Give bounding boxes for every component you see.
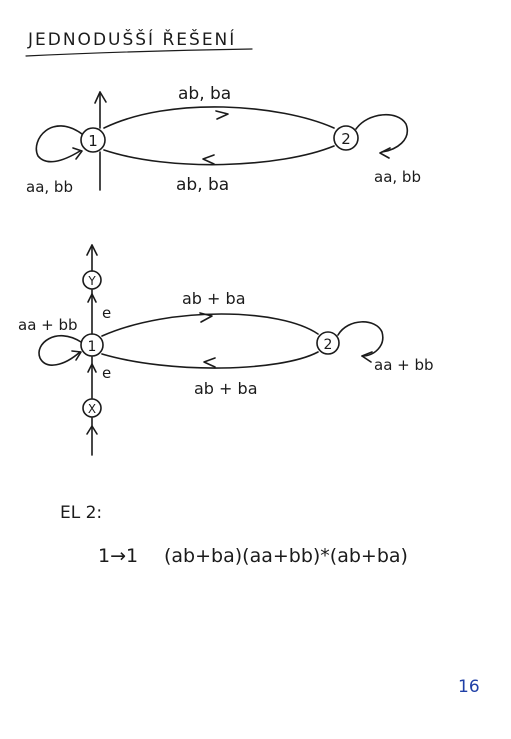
- heading-underline: [25, 48, 253, 57]
- loop-state-2: [337, 321, 384, 357]
- state-y-label: Y: [87, 274, 96, 288]
- state-2-label: 2: [341, 130, 351, 148]
- heading-text: JEDNODUŠŠÍ ŘEŠENÍ: [27, 28, 236, 50]
- arrowhead-bottom-1: [202, 154, 215, 165]
- edge-1-to-2-top: [103, 106, 335, 129]
- state-1-label: 1: [88, 339, 97, 355]
- eps-label-down: e: [102, 364, 111, 382]
- arrowhead-top-2: [199, 312, 213, 323]
- el2-label: EL 2:: [60, 503, 102, 523]
- eps-arrowhead-up: [87, 293, 97, 303]
- loop-2-arrowhead: [361, 351, 373, 363]
- state-1-circle: [80, 333, 104, 357]
- loop-2-label: aa + bb: [374, 356, 434, 374]
- edge-bottom-label: ab, ba: [176, 175, 229, 195]
- edge-2-to-1-bottom: [101, 351, 319, 369]
- diagram-2: Y e 1 aa + bb e X 2 aa + bb ab + ba ab +…: [18, 244, 434, 456]
- page-number: 16: [458, 677, 480, 697]
- initial-arrow-head: [86, 425, 98, 435]
- arrowhead-top-1: [215, 110, 229, 120]
- loop-1-arrowhead: [71, 350, 82, 361]
- edge-bottom-label: ab + ba: [194, 379, 258, 398]
- start-arrow-head: [94, 91, 107, 104]
- loop-state-1: [38, 335, 82, 366]
- final-arrow-head: [86, 244, 98, 256]
- loop-state-2: [355, 113, 409, 153]
- loop-1-label: aa, bb: [26, 178, 73, 196]
- state-2-circle: [316, 331, 340, 355]
- diagram-1: 1 aa, bb 2 aa, bb ab, ba ab, ba: [26, 84, 421, 196]
- state-2-circle: [333, 125, 359, 151]
- state-x-label: X: [88, 402, 96, 416]
- loop-1-arrowhead: [72, 147, 83, 160]
- edge-top-label: ab, ba: [178, 84, 231, 104]
- state-1-label: 1: [88, 132, 98, 150]
- eps-label-up: e: [102, 304, 111, 322]
- result-lhs: 1→1: [98, 545, 138, 567]
- loop-2-arrowhead: [379, 147, 391, 159]
- edge-top-label: ab + ba: [182, 289, 246, 308]
- loop-2-label: aa, bb: [374, 168, 421, 186]
- state-1-circle: [80, 127, 106, 153]
- arrowhead-bottom-2: [203, 357, 216, 368]
- state-2-label: 2: [324, 337, 333, 353]
- state-x-circle: [82, 398, 102, 418]
- eps-arrowhead-down: [87, 363, 97, 373]
- loop-state-1: [35, 125, 83, 163]
- edge-1-to-2-top: [101, 313, 319, 337]
- loop-1-label: aa + bb: [18, 316, 78, 334]
- edge-2-to-1-bottom: [103, 145, 335, 166]
- result-expression: (ab+ba)(aa+bb)*(ab+ba): [164, 545, 408, 567]
